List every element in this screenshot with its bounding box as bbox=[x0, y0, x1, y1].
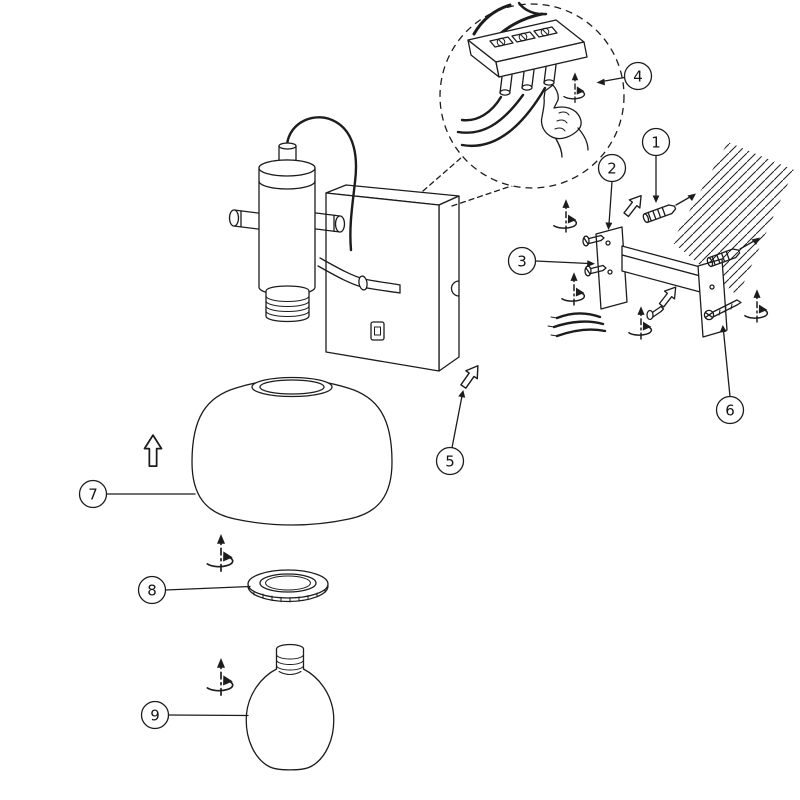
rotation-arrow-screw2 bbox=[553, 198, 578, 233]
lampshade bbox=[191, 376, 393, 526]
callout-6: 6 bbox=[715, 395, 745, 425]
rotation-arrow-ring bbox=[206, 533, 234, 572]
wiring-detail-bubble bbox=[439, 1, 625, 189]
callout-1: 1 bbox=[641, 127, 671, 157]
arm-screw bbox=[646, 305, 665, 321]
mounting-screw-2 bbox=[582, 234, 605, 247]
callout-8-label: 8 bbox=[147, 582, 157, 600]
terminal-block bbox=[467, 19, 588, 96]
bulb-glass bbox=[245, 668, 335, 771]
callout-7: 7 bbox=[78, 479, 108, 509]
lamp-holder-body bbox=[228, 142, 346, 323]
callout-5-label: 5 bbox=[445, 453, 455, 471]
light-bulb bbox=[245, 643, 335, 771]
wall-hatching bbox=[672, 142, 794, 296]
shade-opening bbox=[251, 376, 333, 398]
bracket-supply-wires bbox=[547, 312, 607, 338]
wall-direction-arrow-1 bbox=[675, 193, 696, 206]
callout-leaders bbox=[105, 76, 731, 717]
arm-pivot-knob bbox=[358, 275, 368, 291]
bracket-direction-arrow2-icon bbox=[655, 282, 682, 310]
cable-notch bbox=[450, 280, 460, 297]
callout-2: 2 bbox=[597, 153, 627, 183]
power-switch bbox=[370, 321, 385, 341]
mounting-screw-6 bbox=[703, 299, 742, 321]
callout-5: 5 bbox=[435, 446, 465, 476]
side-knob-left bbox=[228, 209, 259, 230]
callout-3-label: 3 bbox=[517, 253, 527, 271]
ring-knurling bbox=[253, 589, 326, 603]
bracket-direction-arrow-icon bbox=[620, 190, 647, 220]
side-knob-right bbox=[315, 212, 346, 233]
lamp-wall-plate bbox=[325, 184, 460, 372]
wall-direction-arrow-2 bbox=[739, 237, 760, 250]
callout-4: 4 bbox=[623, 61, 653, 91]
rotation-arrow-screw6 bbox=[744, 288, 769, 323]
callout-9: 9 bbox=[140, 700, 170, 730]
mounting-bracket bbox=[595, 226, 728, 338]
rotation-arrow-bulb bbox=[206, 657, 234, 696]
rotation-arrow-screw3 bbox=[561, 271, 586, 306]
plate-direction-arrow-icon bbox=[456, 361, 485, 392]
callout-2-label: 2 bbox=[607, 160, 617, 178]
mounting-screw-3 bbox=[584, 264, 607, 277]
shade-up-arrow-icon bbox=[143, 434, 163, 468]
callout-8: 8 bbox=[137, 575, 167, 605]
terminal-posts bbox=[499, 64, 557, 96]
hand-pointer bbox=[540, 84, 589, 158]
terminal-wires bbox=[456, 86, 547, 148]
callout-4-label: 4 bbox=[633, 68, 643, 86]
lamp-arm bbox=[317, 257, 401, 294]
magnify-line-1 bbox=[422, 156, 463, 192]
power-cord bbox=[285, 116, 358, 252]
callout-9-label: 9 bbox=[150, 707, 160, 725]
wall-plug-anchor-1 bbox=[642, 204, 677, 224]
callout-3: 3 bbox=[507, 246, 537, 276]
callout-7-label: 7 bbox=[88, 486, 98, 504]
callout-1-label: 1 bbox=[651, 134, 661, 152]
retaining-ring bbox=[247, 569, 329, 603]
wall-plug-anchor-2 bbox=[706, 248, 741, 268]
bulb-screw-cap bbox=[275, 643, 305, 671]
threaded-shade-collar bbox=[265, 285, 310, 323]
callout-6-label: 6 bbox=[725, 402, 735, 420]
